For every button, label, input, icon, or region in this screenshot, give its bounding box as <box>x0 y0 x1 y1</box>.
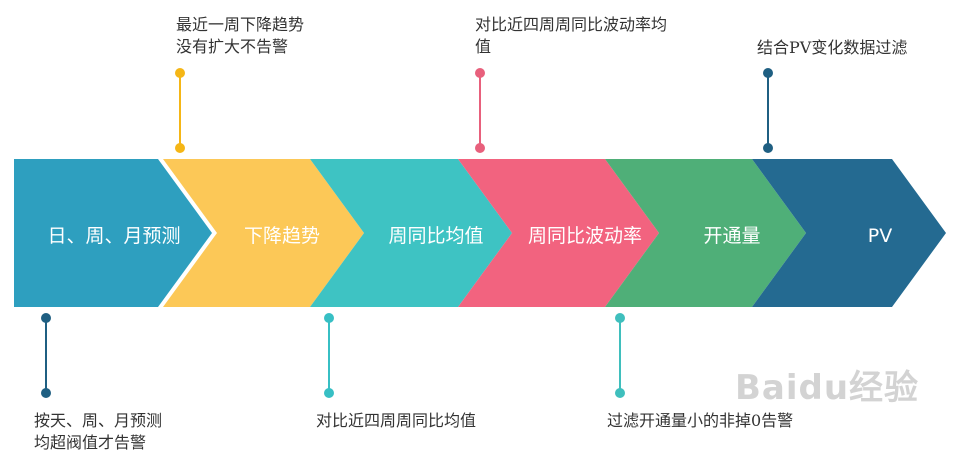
note-top-1-line-2: 没有扩大不告警 <box>176 37 289 56</box>
note-top-2-connector <box>479 73 481 148</box>
note-bottom-2-dot-lower <box>324 388 334 398</box>
step-label-2: 下降趋势 <box>243 225 320 247</box>
note-bottom-1-line-2: 均超阀值才告警 <box>34 433 147 452</box>
note-top-3-dot-lower <box>763 143 773 153</box>
note-top-1-dot-lower <box>175 143 185 153</box>
note-bottom-3-connector <box>619 318 621 393</box>
step-arrow-1 <box>14 159 212 307</box>
note-bottom-1-dot-lower <box>41 388 51 398</box>
note-top-1-line-1: 最近一周下降趋势 <box>176 15 305 34</box>
step-label-5: 开通量 <box>703 225 761 247</box>
note-bottom-1-connector <box>45 318 47 393</box>
step-arrow-3 <box>310 159 512 307</box>
step-label-3: 周同比均值 <box>388 225 484 247</box>
step-arrow-2 <box>163 159 364 307</box>
step-label-4: 周同比波动率 <box>527 225 642 247</box>
note-bottom-2-line-1: 对比近四周周同比均值 <box>316 411 477 430</box>
step-label-6: PV <box>867 225 893 247</box>
note-bottom-3-line-1: 过滤开通量小的非掉0告警 <box>607 411 794 430</box>
note-top-1: 最近一周下降趋势 没有扩大不告警 <box>176 14 304 58</box>
note-top-3: 结合PV变化数据过滤 <box>757 37 907 59</box>
baidu-jingyan-watermark: Baidu经验 <box>735 368 920 408</box>
note-top-3-connector <box>767 73 769 148</box>
note-bottom-2-connector <box>328 318 330 393</box>
note-top-2-line-1: 对比近四周周同比波动率均 <box>475 15 668 34</box>
step-arrow-5 <box>605 159 806 307</box>
step-label-1: 日、周、月预测 <box>47 225 181 247</box>
note-top-1-connector <box>179 73 181 148</box>
note-bottom-1: 按天、周、月预测 均超阀值才告警 <box>34 410 162 454</box>
note-bottom-3-dot-lower <box>615 388 625 398</box>
note-bottom-1-line-1: 按天、周、月预测 <box>34 411 163 430</box>
note-bottom-3: 过滤开通量小的非掉0告警 <box>607 410 793 432</box>
note-top-2: 对比近四周周同比波动率均 值 <box>475 14 667 58</box>
note-bottom-2: 对比近四周周同比均值 <box>316 410 476 432</box>
note-top-2-dot-lower <box>475 143 485 153</box>
note-top-2-line-2: 值 <box>475 37 492 56</box>
step-arrow-6 <box>752 159 946 307</box>
step-arrow-4 <box>458 159 659 307</box>
note-top-3-line-1: 结合PV变化数据过滤 <box>757 38 908 57</box>
